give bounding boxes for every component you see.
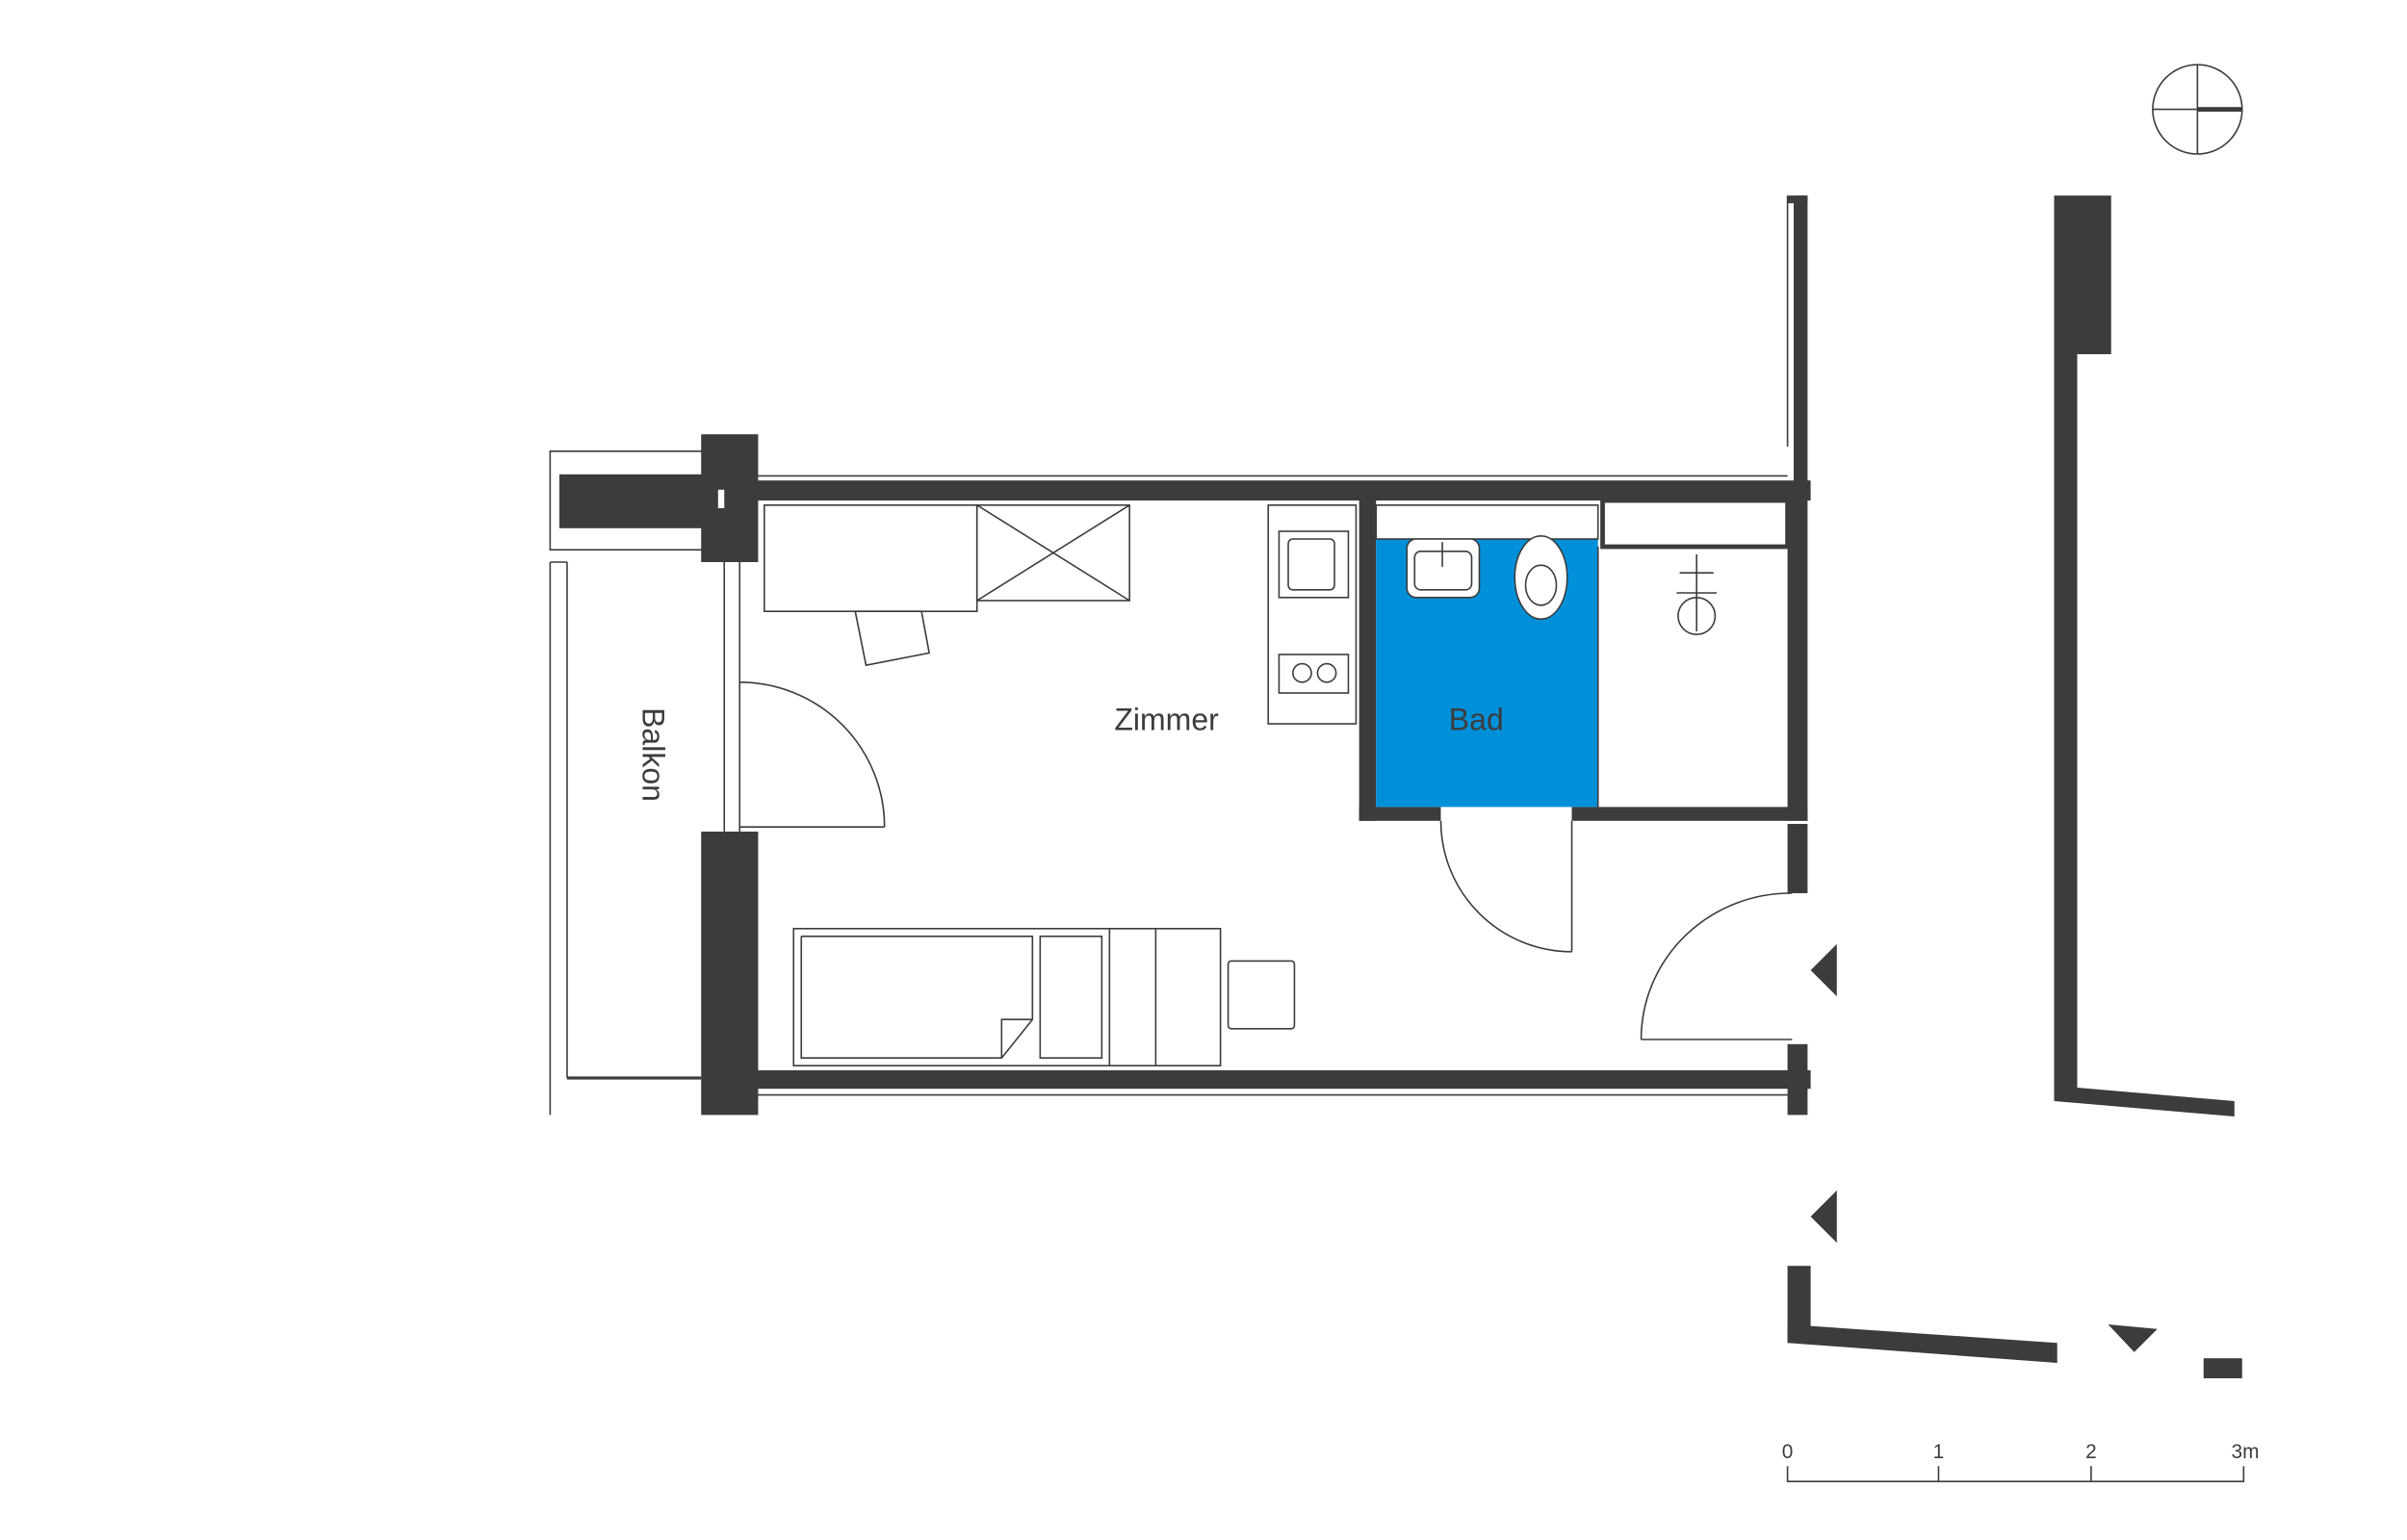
walls [701,195,2242,1378]
room-label-balkon: Balkon [635,707,670,802]
desk [764,504,978,667]
scale-tick-1: 1 [1933,1441,1945,1463]
entrance-door [1640,892,1793,1040]
north-compass-icon [2152,64,2243,155]
scale-tick-2: 2 [2085,1441,2097,1463]
arrow-down-icon [2108,1324,2158,1352]
washbasin-icon [1406,538,1481,599]
room-label-zimmer: Zimmer [1114,702,1219,736]
kitchenette [1267,504,1358,725]
bed [792,928,1222,1066]
stool [1227,960,1296,1030]
arrow-left-icon [1810,1190,1837,1244]
bathroom-door [1439,820,1573,953]
room-label-bad: Bad [1449,702,1504,736]
arrow-left-icon [1810,943,1837,997]
toilet-icon [1514,535,1568,620]
balcony-door [739,681,886,828]
balcony [549,450,707,1116]
scale-tick-0: 0 [1782,1441,1794,1463]
scale-tick-3m: 3m [2231,1441,2259,1463]
shower [1596,498,1790,808]
scale-bar: 0 1 2 3m [1782,1441,2259,1482]
wardrobe [975,504,1130,602]
